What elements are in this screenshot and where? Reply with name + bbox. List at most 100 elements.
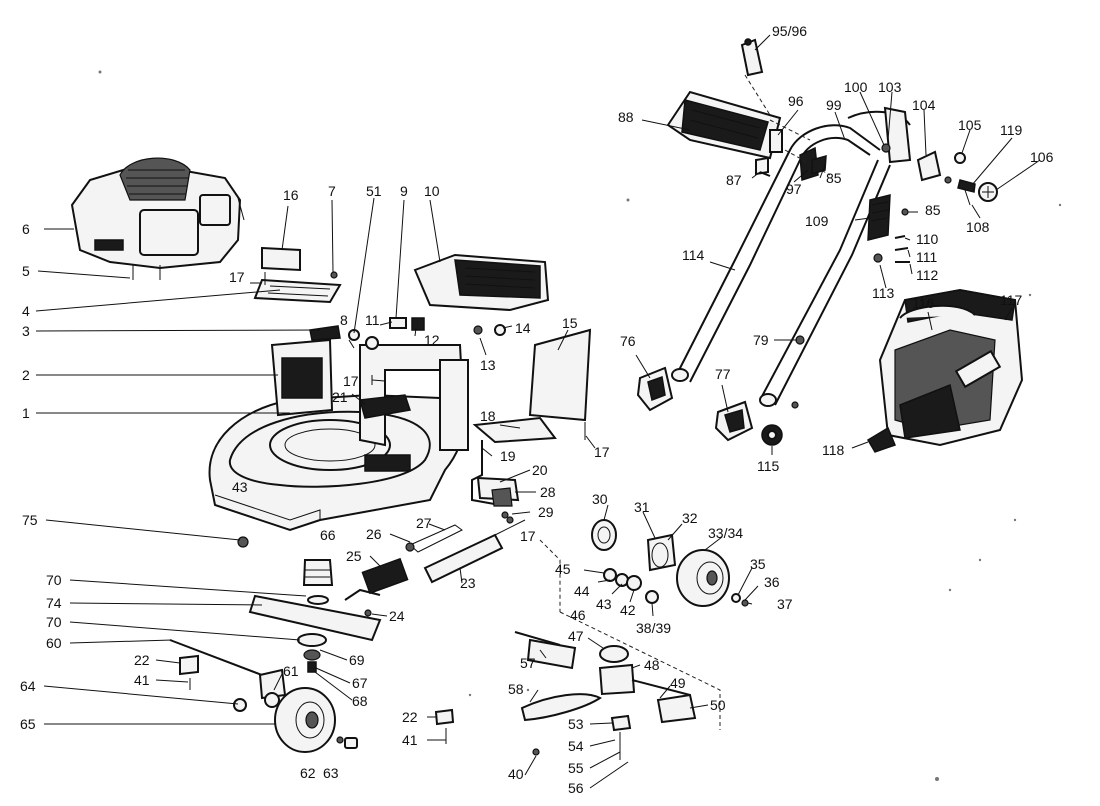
callout-label: 87	[726, 172, 742, 188]
callout-label: 61	[283, 663, 299, 679]
callout-label: 15	[562, 315, 578, 331]
callout-label: 18	[480, 408, 496, 424]
callout-label: 110	[916, 231, 939, 247]
callout-label: 42	[620, 602, 636, 618]
callout-label: 67	[352, 675, 368, 691]
callout-label: 88	[618, 109, 634, 125]
leader-lines	[35, 34, 1041, 789]
callout-labels: 6 5 4 3 2 1 75 70 74 70 60 64 65 16 7 51…	[20, 23, 1054, 796]
callout-label: 22	[134, 652, 150, 668]
callout-label: 26	[366, 526, 382, 542]
callout-label: 53	[568, 716, 584, 732]
callout-label: 117	[1000, 292, 1023, 308]
callout-label: 10	[424, 183, 440, 199]
callout-label: 25	[346, 548, 362, 564]
callout-label: 74	[46, 595, 62, 611]
callout-label: 50	[710, 697, 726, 713]
callout-label: 38/39	[636, 620, 671, 636]
callout-label: 85	[826, 170, 842, 186]
callout-label: 6	[22, 221, 30, 237]
callout-label: 99	[826, 97, 842, 113]
callout-label: 12	[424, 332, 440, 348]
callout-label: 17	[229, 269, 245, 285]
callout-label: 106	[1030, 149, 1054, 165]
rear-wheel-right-parts	[591, 519, 749, 607]
callout-label: 21	[332, 389, 348, 405]
callout-label: 68	[352, 693, 368, 709]
callout-label: 14	[515, 320, 531, 336]
deck-model-marking: 43	[232, 479, 248, 495]
misc-hardware-parts	[237, 271, 586, 744]
callout-label: 108	[966, 219, 990, 235]
callout-label: 62	[300, 765, 316, 781]
callout-label: 30	[592, 491, 608, 507]
callout-label: 16	[283, 187, 299, 203]
callout-label: 3	[22, 323, 30, 339]
height-adjust-linkage	[471, 440, 520, 519]
callout-label: 65	[20, 716, 36, 732]
callout-label: 57	[520, 655, 536, 671]
callout-label: 48	[644, 657, 660, 673]
callout-label: 41	[402, 732, 418, 748]
callout-label: 104	[912, 97, 936, 113]
callout-label: 54	[568, 738, 584, 754]
callout-label: 23	[460, 575, 476, 591]
callout-label: 63	[323, 765, 339, 781]
callout-label: 27	[416, 515, 432, 531]
callout-label: 22	[402, 709, 418, 725]
right-hardware-parts	[881, 143, 998, 206]
callout-label: 58	[508, 681, 524, 697]
callout-label: 5	[22, 263, 30, 279]
callout-label: 96	[788, 93, 804, 109]
callout-label: 51	[366, 183, 382, 199]
callout-label: 47	[568, 628, 584, 644]
callout-label: 33/34	[708, 525, 743, 541]
callout-label: 19	[500, 448, 516, 464]
callout-label: 4	[22, 303, 30, 319]
callout-label: 70	[46, 614, 62, 630]
callout-label: 7	[328, 183, 336, 199]
callout-label: 43	[596, 596, 612, 612]
callout-label: 118	[822, 442, 845, 458]
handle-assembly-parts	[671, 106, 912, 409]
callout-label: 17	[594, 444, 610, 460]
callout-label: 111	[916, 249, 937, 265]
callout-label: 76	[620, 333, 636, 349]
callout-label: 97	[786, 181, 802, 197]
callout-label: 1	[22, 405, 30, 421]
callout-label: 24	[389, 608, 405, 624]
callout-label: 103	[878, 79, 902, 95]
callout-label: 70	[46, 572, 62, 588]
scan-specks	[98, 70, 1062, 781]
callout-label: 44	[574, 583, 590, 599]
callout-label: 17	[520, 528, 536, 544]
callout-label: 66	[320, 527, 336, 543]
callout-label: 79	[753, 332, 769, 348]
callout-label: 2	[22, 367, 30, 383]
callout-label: 20	[532, 462, 548, 478]
callout-label: 114	[682, 247, 705, 263]
grass-catcher-parts	[866, 288, 1024, 453]
callout-label: 49	[670, 675, 686, 691]
callout-label: 105	[958, 117, 982, 133]
callout-label: 9	[400, 183, 408, 199]
callout-label: 37	[777, 596, 793, 612]
rear-housing-parts	[348, 253, 550, 350]
callout-label: 41	[134, 672, 150, 688]
callout-label: 112	[916, 267, 939, 283]
callout-label: 77	[715, 366, 731, 382]
callout-label: 113	[872, 285, 895, 301]
callout-label: 109	[805, 213, 829, 229]
engine-part	[70, 157, 242, 280]
control-cover-parts	[253, 246, 411, 419]
handle-fitting-parts	[636, 154, 827, 446]
callout-label: 95/96	[772, 23, 807, 39]
side-plate-parts	[472, 328, 592, 444]
callout-label: 119	[1000, 122, 1023, 138]
callout-label: 115	[757, 458, 780, 474]
callout-label: 32	[682, 510, 698, 526]
blade-assembly-parts	[248, 559, 382, 673]
callout-label: 35	[750, 556, 766, 572]
callout-label: 28	[540, 484, 556, 500]
